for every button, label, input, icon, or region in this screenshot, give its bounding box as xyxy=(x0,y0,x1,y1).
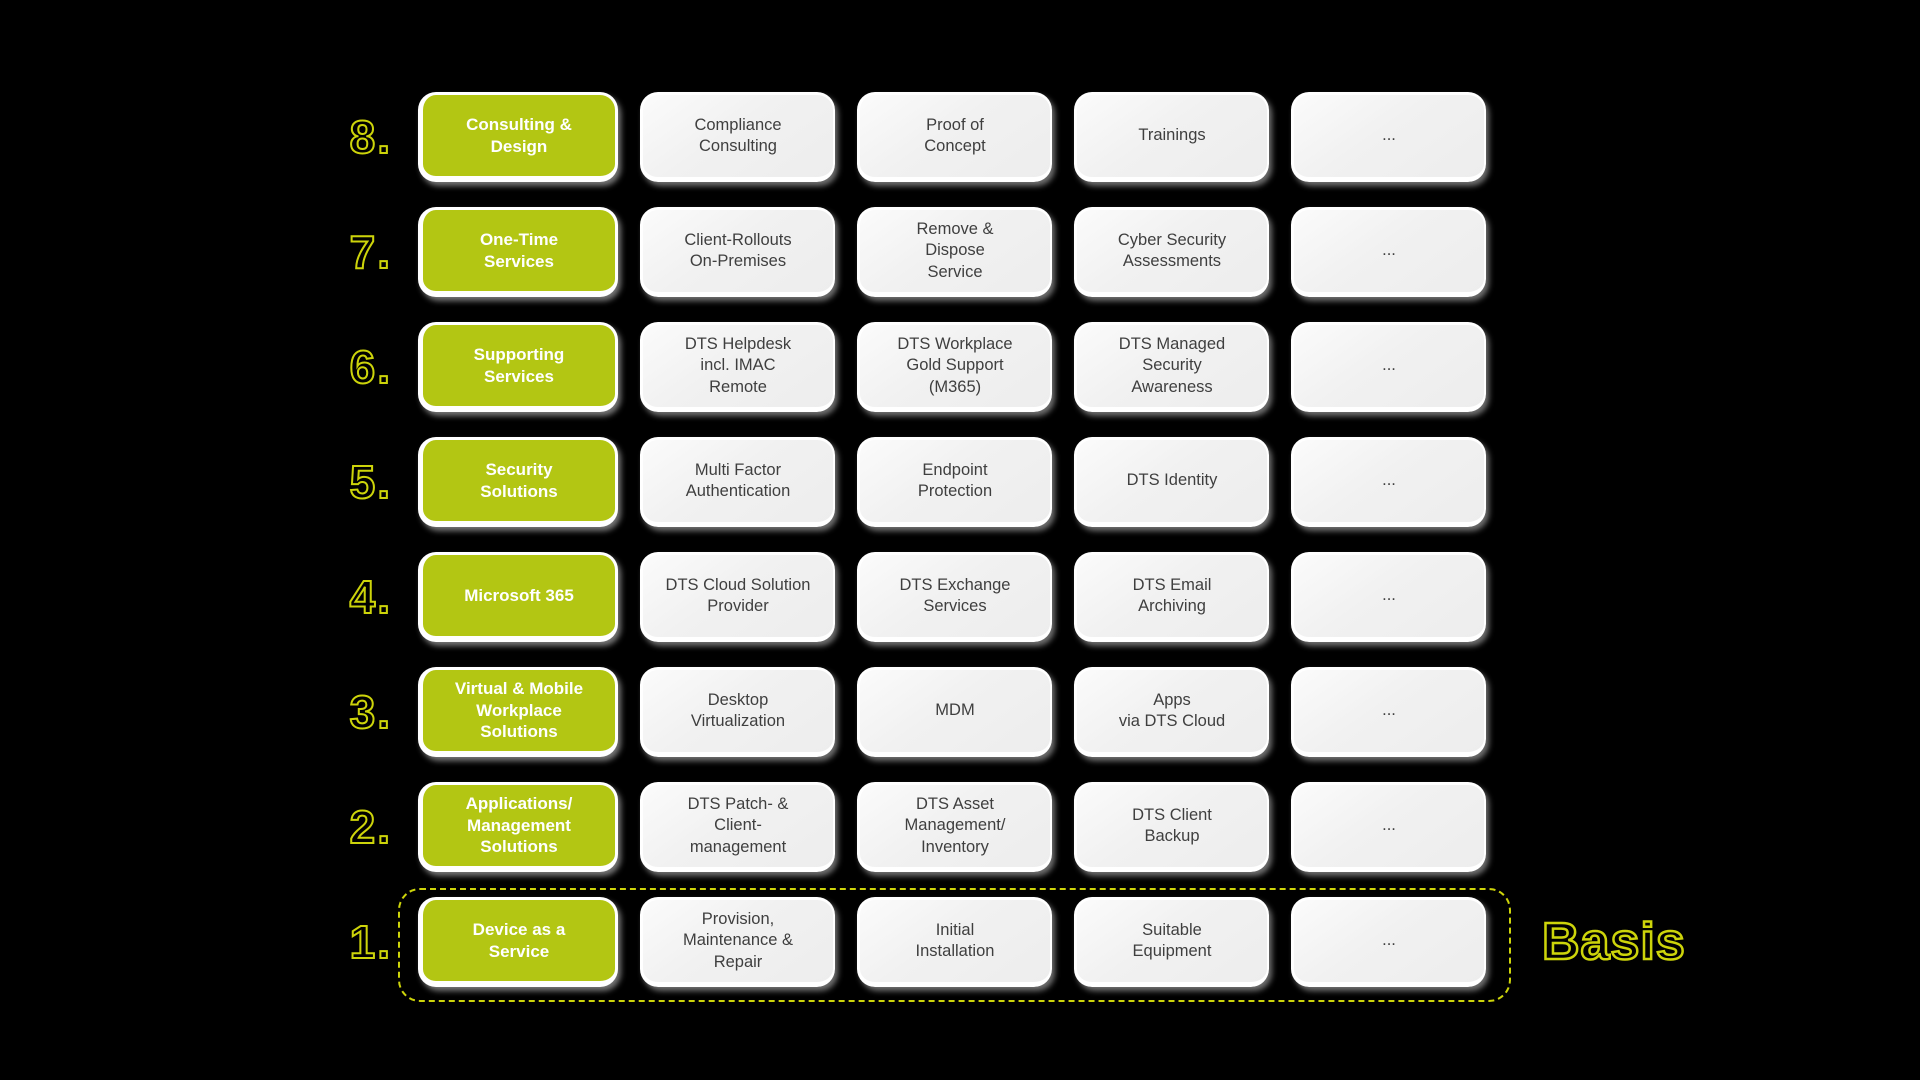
service-card: MDM xyxy=(857,667,1052,757)
category-card: Microsoft 365 xyxy=(418,552,618,642)
service-card: Trainings xyxy=(1074,92,1269,182)
service-rows: 8. Consulting & Design Compliance Consul… xyxy=(330,92,1486,1012)
service-card: Desktop Virtualization xyxy=(640,667,835,757)
service-row-2: 2. Applications/ Management Solutions DT… xyxy=(330,782,1486,872)
service-row-8: 8. Consulting & Design Compliance Consul… xyxy=(330,92,1486,182)
row-number: 6. xyxy=(349,340,392,394)
service-card: DTS Cloud Solution Provider xyxy=(640,552,835,642)
service-card-more: ... xyxy=(1291,207,1486,297)
row-number: 1. xyxy=(349,915,392,969)
service-card: DTS Helpdesk incl. IMAC Remote xyxy=(640,322,835,412)
service-card: DTS Client Backup xyxy=(1074,782,1269,872)
service-card: Provision, Maintenance & Repair xyxy=(640,897,835,987)
service-row-6: 6. Supporting Services DTS Helpdesk incl… xyxy=(330,322,1486,412)
row-number: 5. xyxy=(349,455,392,509)
basis-label: Basis xyxy=(1541,912,1686,973)
service-card-more: ... xyxy=(1291,667,1486,757)
service-card: Compliance Consulting xyxy=(640,92,835,182)
service-card-more: ... xyxy=(1291,552,1486,642)
service-card: DTS Workplace Gold Support (M365) xyxy=(857,322,1052,412)
service-card: DTS Exchange Services xyxy=(857,552,1052,642)
category-card: Security Solutions xyxy=(418,437,618,527)
service-card-more: ... xyxy=(1291,437,1486,527)
row-number: 3. xyxy=(349,685,392,739)
service-row-4: 4. Microsoft 365 DTS Cloud Solution Prov… xyxy=(330,552,1486,642)
row-number: 2. xyxy=(349,800,392,854)
category-card: Device as a Service xyxy=(418,897,618,987)
service-card: DTS Asset Management/ Inventory xyxy=(857,782,1052,872)
service-card-more: ... xyxy=(1291,782,1486,872)
service-card: DTS Managed Security Awareness xyxy=(1074,322,1269,412)
service-card: DTS Identity xyxy=(1074,437,1269,527)
service-card: Remove & Dispose Service xyxy=(857,207,1052,297)
service-card: DTS Patch- & Client- management xyxy=(640,782,835,872)
basis-highlight-box xyxy=(398,888,1511,1002)
service-card-more: ... xyxy=(1291,322,1486,412)
service-card: Endpoint Protection xyxy=(857,437,1052,527)
service-card: Cyber Security Assessments xyxy=(1074,207,1269,297)
service-row-1: 1. Device as a Service Provision, Mainte… xyxy=(330,897,1486,987)
service-row-5: 5. Security Solutions Multi Factor Authe… xyxy=(330,437,1486,527)
category-card: One-Time Services xyxy=(418,207,618,297)
service-row-7: 7. One-Time Services Client-Rollouts On-… xyxy=(330,207,1486,297)
service-card: Initial Installation xyxy=(857,897,1052,987)
category-card: Consulting & Design xyxy=(418,92,618,182)
row-number: 8. xyxy=(349,110,392,164)
category-card: Supporting Services xyxy=(418,322,618,412)
category-card: Virtual & Mobile Workplace Solutions xyxy=(418,667,618,757)
service-card: Apps via DTS Cloud xyxy=(1074,667,1269,757)
category-card: Applications/ Management Solutions xyxy=(418,782,618,872)
service-row-3: 3. Virtual & Mobile Workplace Solutions … xyxy=(330,667,1486,757)
service-card: Client-Rollouts On-Premises xyxy=(640,207,835,297)
row-number: 4. xyxy=(349,570,392,624)
service-card: Suitable Equipment xyxy=(1074,897,1269,987)
service-card: Proof of Concept xyxy=(857,92,1052,182)
row-number: 7. xyxy=(349,225,392,279)
service-card: DTS Email Archiving xyxy=(1074,552,1269,642)
service-card-more: ... xyxy=(1291,897,1486,987)
service-card-more: ... xyxy=(1291,92,1486,182)
service-card: Multi Factor Authentication xyxy=(640,437,835,527)
